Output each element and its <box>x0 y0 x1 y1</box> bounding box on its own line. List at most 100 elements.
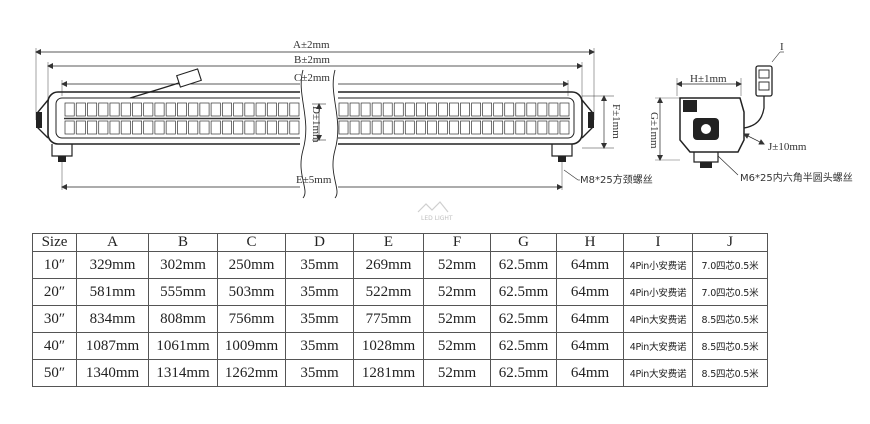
led-cell <box>199 120 210 135</box>
led-cell <box>404 120 415 135</box>
led-cell <box>120 120 131 135</box>
size-cell: 30″ <box>32 305 77 333</box>
led-cell <box>537 120 548 135</box>
table-cell: 555mm <box>148 278 218 306</box>
table-cell: 62.5mm <box>490 278 557 306</box>
table-cell: 1340mm <box>76 359 149 387</box>
led-cell <box>449 120 459 135</box>
led-cell <box>493 102 504 117</box>
table-cell: 64mm <box>556 251 624 279</box>
table-cell: 8.5四芯0.5米 <box>692 305 768 333</box>
table-header-row: Size A B C D E F G H I J <box>32 233 768 252</box>
header-j: J <box>692 233 768 252</box>
table-cell: 35mm <box>285 251 354 279</box>
led-cell <box>278 120 289 135</box>
note-m6-bolt: M6*25内六角半圆头螺丝 <box>740 171 853 184</box>
table-cell: 1281mm <box>353 359 424 387</box>
led-cell <box>338 120 349 135</box>
led-cell <box>188 120 199 135</box>
led-cell <box>548 102 559 117</box>
table-cell: 64mm <box>556 359 624 387</box>
size-cell: 20″ <box>32 278 77 306</box>
table-cell: 7.0四芯0.5米 <box>692 251 768 279</box>
label-c: C±2mm <box>294 72 330 84</box>
table-cell: 834mm <box>76 305 149 333</box>
led-cell <box>233 120 244 135</box>
led-cell <box>504 120 515 135</box>
table-cell: 503mm <box>217 278 286 306</box>
led-cell <box>199 102 210 117</box>
label-g: G±1mm <box>648 112 660 149</box>
note-m8-bolt: M8*25方颈螺丝 <box>580 173 653 186</box>
label-a: A±2mm <box>293 39 330 51</box>
table-cell: 62.5mm <box>490 359 557 387</box>
led-cell <box>87 102 98 117</box>
dim-f <box>582 95 614 149</box>
led-cell <box>515 102 526 117</box>
led-cell <box>120 102 131 117</box>
table-cell: 35mm <box>285 332 354 360</box>
led-cell <box>526 102 537 117</box>
led-cell <box>98 102 109 117</box>
label-j: J±10mm <box>768 141 807 153</box>
led-cell <box>338 102 349 117</box>
led-cell <box>177 120 187 135</box>
table-cell: 52mm <box>423 251 491 279</box>
led-cell <box>415 102 426 117</box>
led-cell <box>438 102 448 117</box>
table-cell: 52mm <box>423 278 491 306</box>
table-cell: 302mm <box>148 251 218 279</box>
header-c: C <box>217 233 286 252</box>
size-cell: 40″ <box>32 332 77 360</box>
watermark-text: LED LIGHT <box>421 215 453 222</box>
table-cell: 775mm <box>353 305 424 333</box>
table-cell: 35mm <box>285 305 354 333</box>
table-cell: 62.5mm <box>490 332 557 360</box>
table-cell: 329mm <box>76 251 149 279</box>
led-cell <box>427 120 437 135</box>
light-bar-drawing: A±2mm B±2mm C±2mm E±5mm D±1mm F±1mm M8*2… <box>35 39 853 222</box>
header-b: B <box>148 233 218 252</box>
led-cell <box>559 120 570 135</box>
led-cell <box>210 102 221 117</box>
led-cell <box>427 102 437 117</box>
header-f: F <box>423 233 491 252</box>
led-cell <box>64 102 75 117</box>
table-cell: 4Pin大安费诺 <box>623 305 693 333</box>
led-cell <box>165 120 176 135</box>
led-cell <box>188 102 199 117</box>
led-cell <box>526 120 537 135</box>
led-cell <box>132 102 143 117</box>
table-cell: 8.5四芯0.5米 <box>692 332 768 360</box>
table-cell: 62.5mm <box>490 251 557 279</box>
led-cell <box>371 120 382 135</box>
led-cell <box>548 120 559 135</box>
led-cell <box>404 102 415 117</box>
led-cell <box>482 120 493 135</box>
led-cell <box>143 120 154 135</box>
led-cell <box>75 102 86 117</box>
led-cell <box>289 120 300 135</box>
watermark-logo: LED LIGHT <box>417 201 453 222</box>
led-cell <box>515 120 526 135</box>
led-cell <box>449 102 459 117</box>
label-d: D±1mm <box>310 106 322 143</box>
table-cell: 35mm <box>285 278 354 306</box>
table-cell: 7.0四芯0.5米 <box>692 278 768 306</box>
led-cell <box>244 102 255 117</box>
header-i: I <box>623 233 693 252</box>
led-cell <box>98 120 109 135</box>
table-cell: 35mm <box>285 359 354 387</box>
led-cell <box>371 102 382 117</box>
header-g: G <box>490 233 557 252</box>
table-cell: 1061mm <box>148 332 218 360</box>
led-cell <box>438 120 448 135</box>
led-cell <box>504 102 515 117</box>
led-cell <box>75 120 86 135</box>
led-cell <box>482 102 493 117</box>
led-cell <box>221 102 232 117</box>
led-cell <box>221 120 232 135</box>
led-cell <box>210 120 221 135</box>
